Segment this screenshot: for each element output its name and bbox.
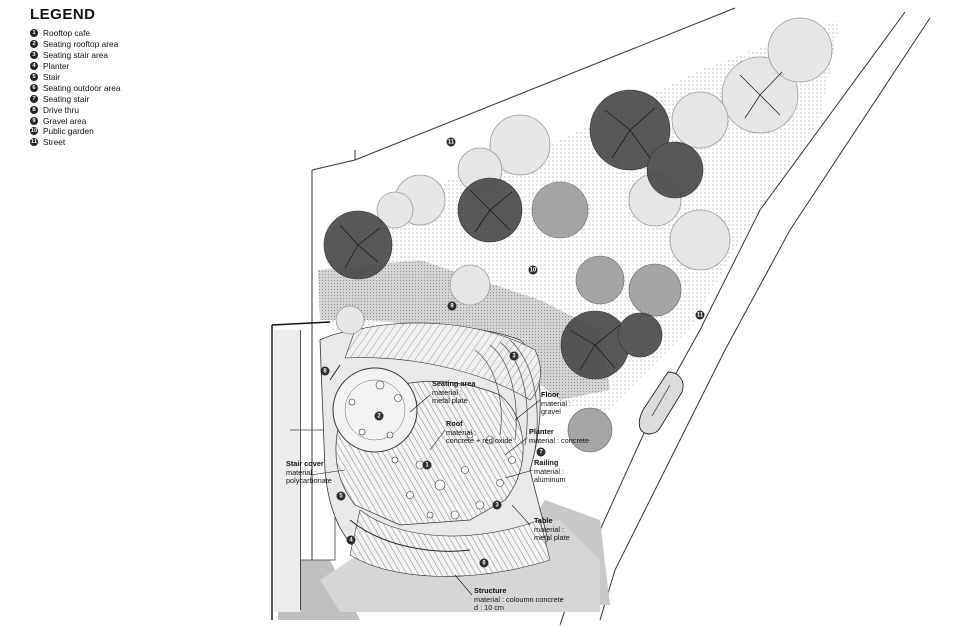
annotation-title: Seating area [432, 379, 476, 388]
legend-number-badge: 5 [30, 73, 38, 81]
tree-canopy-dark [323, 89, 704, 380]
annotation-title: Structure [474, 586, 507, 595]
legend-label: Street [43, 137, 66, 148]
marker-seating-outdoor: 6 [479, 558, 489, 568]
legend-item: 1 Rooftop cafe [30, 28, 260, 39]
legend-label: Rooftop cafe [43, 28, 91, 39]
roof-tables [391, 431, 516, 520]
annotation-seating-area: Seating area material : metal plate [432, 379, 476, 406]
legend-label: Seating stair [43, 93, 90, 104]
annotation-text: material : [534, 466, 565, 476]
legend-label: Stair [43, 72, 61, 82]
legend-item: 8 Drive thru [30, 104, 260, 115]
drive-thru-lane [274, 330, 300, 612]
legend-title: LEGEND [30, 6, 96, 23]
annotation-title: Roof [446, 419, 463, 428]
annotation-railing: Railing material : aluminum [534, 458, 566, 485]
legend-number-badge: 8 [30, 105, 38, 114]
legend-number-badge: 2 [30, 40, 38, 49]
legend-label: Seating stair area [43, 50, 109, 61]
legend-item: 3 Seating stair area [30, 50, 260, 61]
legend: LEGEND 1 Rooftop cafe 2 Seating rooftop ar… [30, 6, 260, 148]
annotation-text: material : concrete [529, 435, 590, 445]
tree-canopy-light [335, 17, 833, 335]
legend-number-badge: 11 [30, 138, 38, 147]
annotation-stair-cover: Stair cover material : polycarbonate [286, 459, 332, 486]
legend-number-badge: 3 [30, 51, 38, 60]
annotation-text: metal plate [432, 396, 468, 406]
annotation-title: Railing [534, 458, 559, 467]
rooftop-seating-circle [332, 367, 418, 453]
marker-seating-stair-area: 3 [509, 351, 519, 361]
legend-number-badge: 4 [30, 62, 38, 71]
annotation-floor: Floor material : gravel [541, 390, 572, 417]
annotation-title: Table [534, 516, 553, 525]
marker-seating-stair-area: 3 [492, 500, 502, 510]
marker-stair: 5 [336, 491, 346, 501]
legend-number-badge: 9 [30, 116, 38, 125]
annotation-table: Table material : metal plate [534, 516, 570, 543]
trees [323, 17, 833, 453]
marker-public-garden: 10 [528, 265, 538, 275]
legend-label: Drive thru [43, 104, 79, 115]
annotation-text: aluminum [534, 475, 566, 485]
legend-item: 9 Gravel area [30, 115, 260, 126]
roof-curve-top [344, 322, 541, 401]
legend-item: 7 Seating stair [30, 93, 260, 104]
tree-canopy-mid [531, 181, 682, 453]
marker-seating-stair: 7 [536, 447, 546, 457]
legend-label: Planter [43, 61, 70, 72]
roof-lower [349, 509, 551, 577]
legend-item: 6 Seating outdoor area [30, 82, 260, 93]
legend-label: Seating rooftop area [43, 39, 119, 50]
legend-number-badge: 6 [30, 83, 38, 92]
car [638, 371, 684, 435]
legend-item: 2 Seating rooftop area [30, 39, 260, 50]
annotation-text: d : 10 cm [474, 603, 505, 613]
annotation-roof: Roof material : concrete + red oxide [446, 419, 513, 446]
marker-rooftop-cafe: 1 [422, 460, 432, 470]
annotation-text: metal plate [534, 533, 570, 543]
legend-number-badge: 10 [30, 127, 38, 136]
annotation-text: material : [432, 387, 463, 397]
legend-label: Public garden [43, 126, 94, 137]
annotation-text: material : [446, 427, 477, 437]
legend-number-badge: 7 [30, 94, 38, 103]
annotation-text: material : [534, 524, 565, 534]
annotation-text: material : coloumn concrete [474, 594, 564, 604]
annotation-planter: Planter material : concrete [529, 427, 590, 445]
legend-item: 10 Public garden [30, 126, 260, 137]
annotation-title: Floor [541, 390, 560, 399]
rooftop-tables [348, 380, 402, 439]
legend-item: 4 Planter [30, 61, 260, 72]
annotation-text: concrete + red oxide [446, 436, 513, 446]
marker-drive-thru: 8 [320, 366, 330, 376]
marker-street: 11 [695, 310, 705, 320]
seating-stair-ribs [474, 339, 538, 451]
marker-street: 11 [446, 137, 456, 147]
annotation-title: Planter [529, 427, 554, 436]
tree-branches [339, 71, 783, 371]
annotation-structure: Structure material : coloumn concrete d … [474, 586, 564, 613]
annotation-text: material : [286, 467, 317, 477]
leader-lines [309, 394, 541, 596]
annotation-text: gravel [541, 407, 561, 417]
marker-gravel-area: 9 [447, 301, 457, 311]
railings [329, 364, 471, 552]
annotation-text: polycarbonate [286, 476, 332, 486]
legend-number-badge: 1 [30, 29, 38, 38]
annotation-text: material : [541, 398, 572, 408]
legend-item: 5 Stair [30, 72, 260, 83]
legend-label: Seating outdoor area [43, 82, 121, 93]
marker-seating-rooftop: 2 [374, 411, 384, 421]
legend-item: 11 Street [30, 137, 260, 148]
legend-label: Gravel area [43, 115, 87, 126]
marker-planter: 4 [346, 535, 356, 545]
annotation-title: Stair cover [286, 459, 324, 468]
